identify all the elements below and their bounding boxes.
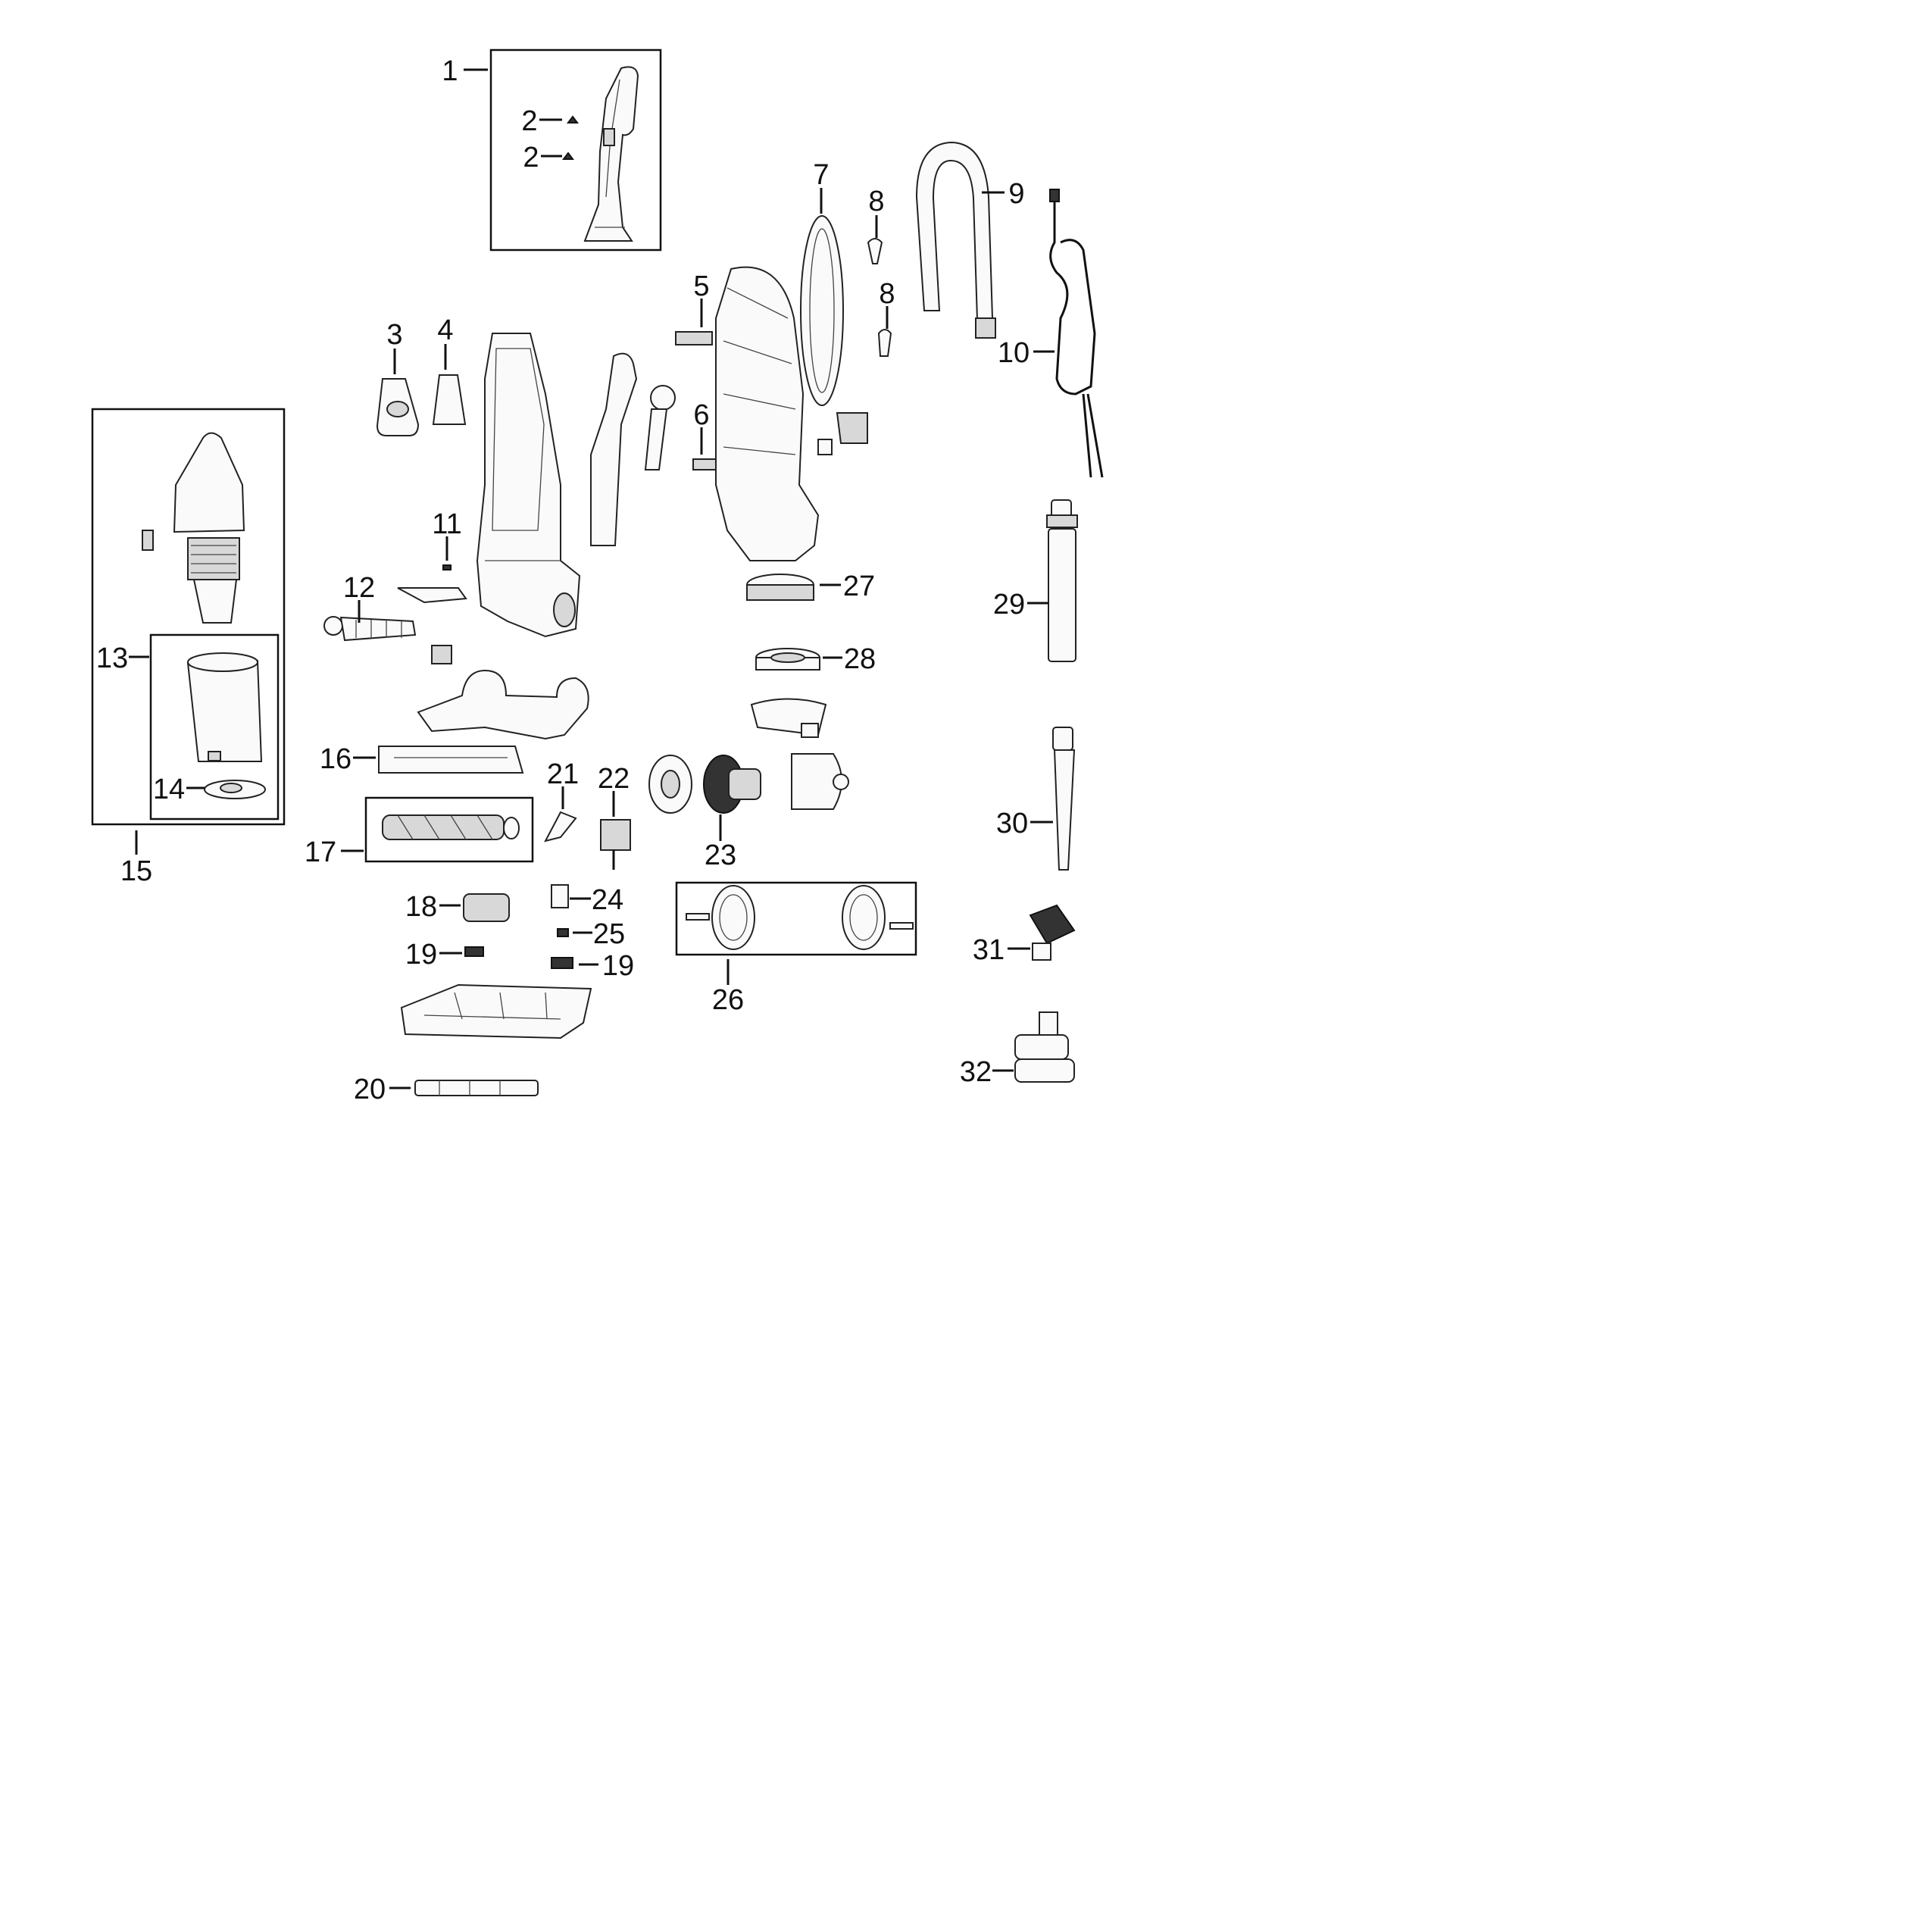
part-wheel-right-26 <box>842 885 886 950</box>
part-knob-8a <box>867 238 883 264</box>
part-clip-19b <box>551 957 573 969</box>
part-switch-22 <box>600 819 631 870</box>
part-nut <box>431 645 452 664</box>
part-turbo-tool-32 <box>1014 1011 1075 1083</box>
callout-8b: 8 <box>879 278 895 310</box>
callout-16: 16 <box>320 743 352 775</box>
part-filter-27 <box>746 574 814 601</box>
callout-1: 1 <box>442 55 458 87</box>
callout-11: 11 <box>432 508 461 540</box>
callout-29: 29 <box>993 589 1025 621</box>
part-clip-5 <box>675 331 713 345</box>
callout-7: 7 <box>813 159 829 191</box>
callout-5: 5 <box>693 270 709 302</box>
part-brushroll-17 <box>382 814 520 840</box>
part-brush-cover-16 <box>378 746 524 774</box>
callout-27: 27 <box>843 571 875 602</box>
group-box-dirt-cup <box>149 633 280 821</box>
callout-3: 3 <box>386 319 402 351</box>
part-motor-23 <box>703 755 761 814</box>
part-wheel-left-26 <box>711 885 755 950</box>
callout-32: 32 <box>960 1056 992 1088</box>
part-bar-20 <box>414 1080 539 1096</box>
part-hose-12 <box>323 616 417 642</box>
part-motor-cover <box>791 753 849 810</box>
group-box-canister-assembly <box>91 408 286 826</box>
callout-4: 4 <box>437 314 453 346</box>
part-axle-pin-right <box>889 922 914 930</box>
callout-6: 6 <box>693 399 709 431</box>
part-crevice-tool-30 <box>1052 727 1076 871</box>
part-handle <box>583 66 639 242</box>
callout-2b: 2 <box>523 142 539 174</box>
part-bracket-24 <box>551 884 569 908</box>
part-cap-4 <box>432 374 467 425</box>
callout-25: 25 <box>593 918 625 950</box>
callout-17: 17 <box>305 836 336 868</box>
part-base-cover <box>417 669 589 740</box>
callout-26: 26 <box>712 984 744 1016</box>
group-box-brushroll <box>364 796 534 863</box>
part-bracket <box>817 412 868 455</box>
part-latch-3 <box>376 378 420 436</box>
part-small-hose <box>644 385 676 470</box>
part-fan-housing-left <box>648 755 692 814</box>
callout-30: 30 <box>996 808 1028 839</box>
part-clip-19a <box>464 946 484 957</box>
callout-24: 24 <box>592 884 623 916</box>
callout-18: 18 <box>405 891 437 923</box>
part-wand-29 <box>1046 499 1078 662</box>
callout-31: 31 <box>973 934 1005 966</box>
callout-21: 21 <box>547 758 579 790</box>
callout-28: 28 <box>844 643 876 675</box>
exploded-parts-diagram: 1 2 2 3 4 5 6 7 8 8 9 10 11 12 13 14 15 … <box>91 48 1104 1105</box>
part-gasket-7 <box>800 215 844 406</box>
callout-14: 14 <box>153 774 185 805</box>
callout-19a: 19 <box>405 939 437 971</box>
part-wedge <box>397 587 467 604</box>
part-filter-housing <box>750 698 827 738</box>
group-box-wheels <box>675 881 917 956</box>
callout-20: 20 <box>354 1074 386 1105</box>
callout-9: 9 <box>1008 178 1024 210</box>
part-filter-28 <box>755 648 820 671</box>
callout-2a: 2 <box>521 105 537 137</box>
callout-13: 13 <box>96 642 128 674</box>
part-canister-15 <box>142 432 245 624</box>
part-axle-pin-left <box>686 913 710 921</box>
callout-12: 12 <box>343 572 375 604</box>
part-screw-2a <box>567 115 579 123</box>
part-screw-11 <box>442 564 452 571</box>
part-hose-9 <box>915 141 996 339</box>
part-belt-21 <box>544 811 577 843</box>
part-cord-10 <box>1049 189 1104 478</box>
part-screw-2b <box>562 152 574 160</box>
callout-10: 10 <box>998 337 1030 369</box>
part-main-body <box>476 333 581 638</box>
part-filter-plate-14 <box>204 780 266 799</box>
group-box-handle <box>489 48 662 252</box>
part-clip-25 <box>557 928 569 937</box>
part-knob-8b <box>877 329 892 357</box>
part-dusting-brush-31 <box>1029 904 1076 961</box>
callout-19b: 19 <box>602 950 634 982</box>
callout-23: 23 <box>705 839 736 871</box>
part-hose-elbow <box>590 352 638 546</box>
part-rear-housing <box>715 266 820 561</box>
callout-8a: 8 <box>868 186 884 217</box>
part-dirt-cup-13 <box>186 652 263 762</box>
callout-15: 15 <box>120 855 152 887</box>
callout-22: 22 <box>598 763 630 795</box>
part-motor-18 <box>463 893 510 922</box>
part-base-plate <box>400 983 592 1039</box>
